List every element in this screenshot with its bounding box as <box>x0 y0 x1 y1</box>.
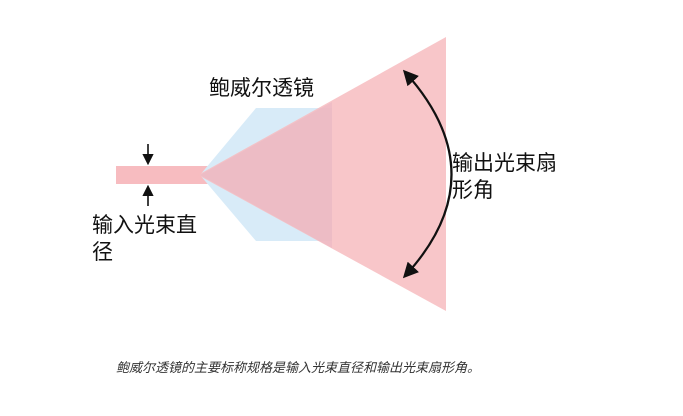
lens-beam-overlap <box>200 102 332 248</box>
figure-caption: 鲍威尔透镜的主要标称规格是输入光束直径和输出光束扇形角。 <box>116 361 480 376</box>
fan-angle-arc <box>402 69 453 279</box>
input-beam-label-line2: 径 <box>92 240 113 264</box>
output-angle-label-line1: 输出光束扇 <box>452 151 557 175</box>
input-beam-label-line1: 输入光束直 <box>92 213 197 237</box>
output-angle-label-line2: 形角 <box>452 178 494 202</box>
input-beam <box>116 166 211 184</box>
lens-label: 鲍威尔透镜 <box>209 76 314 100</box>
